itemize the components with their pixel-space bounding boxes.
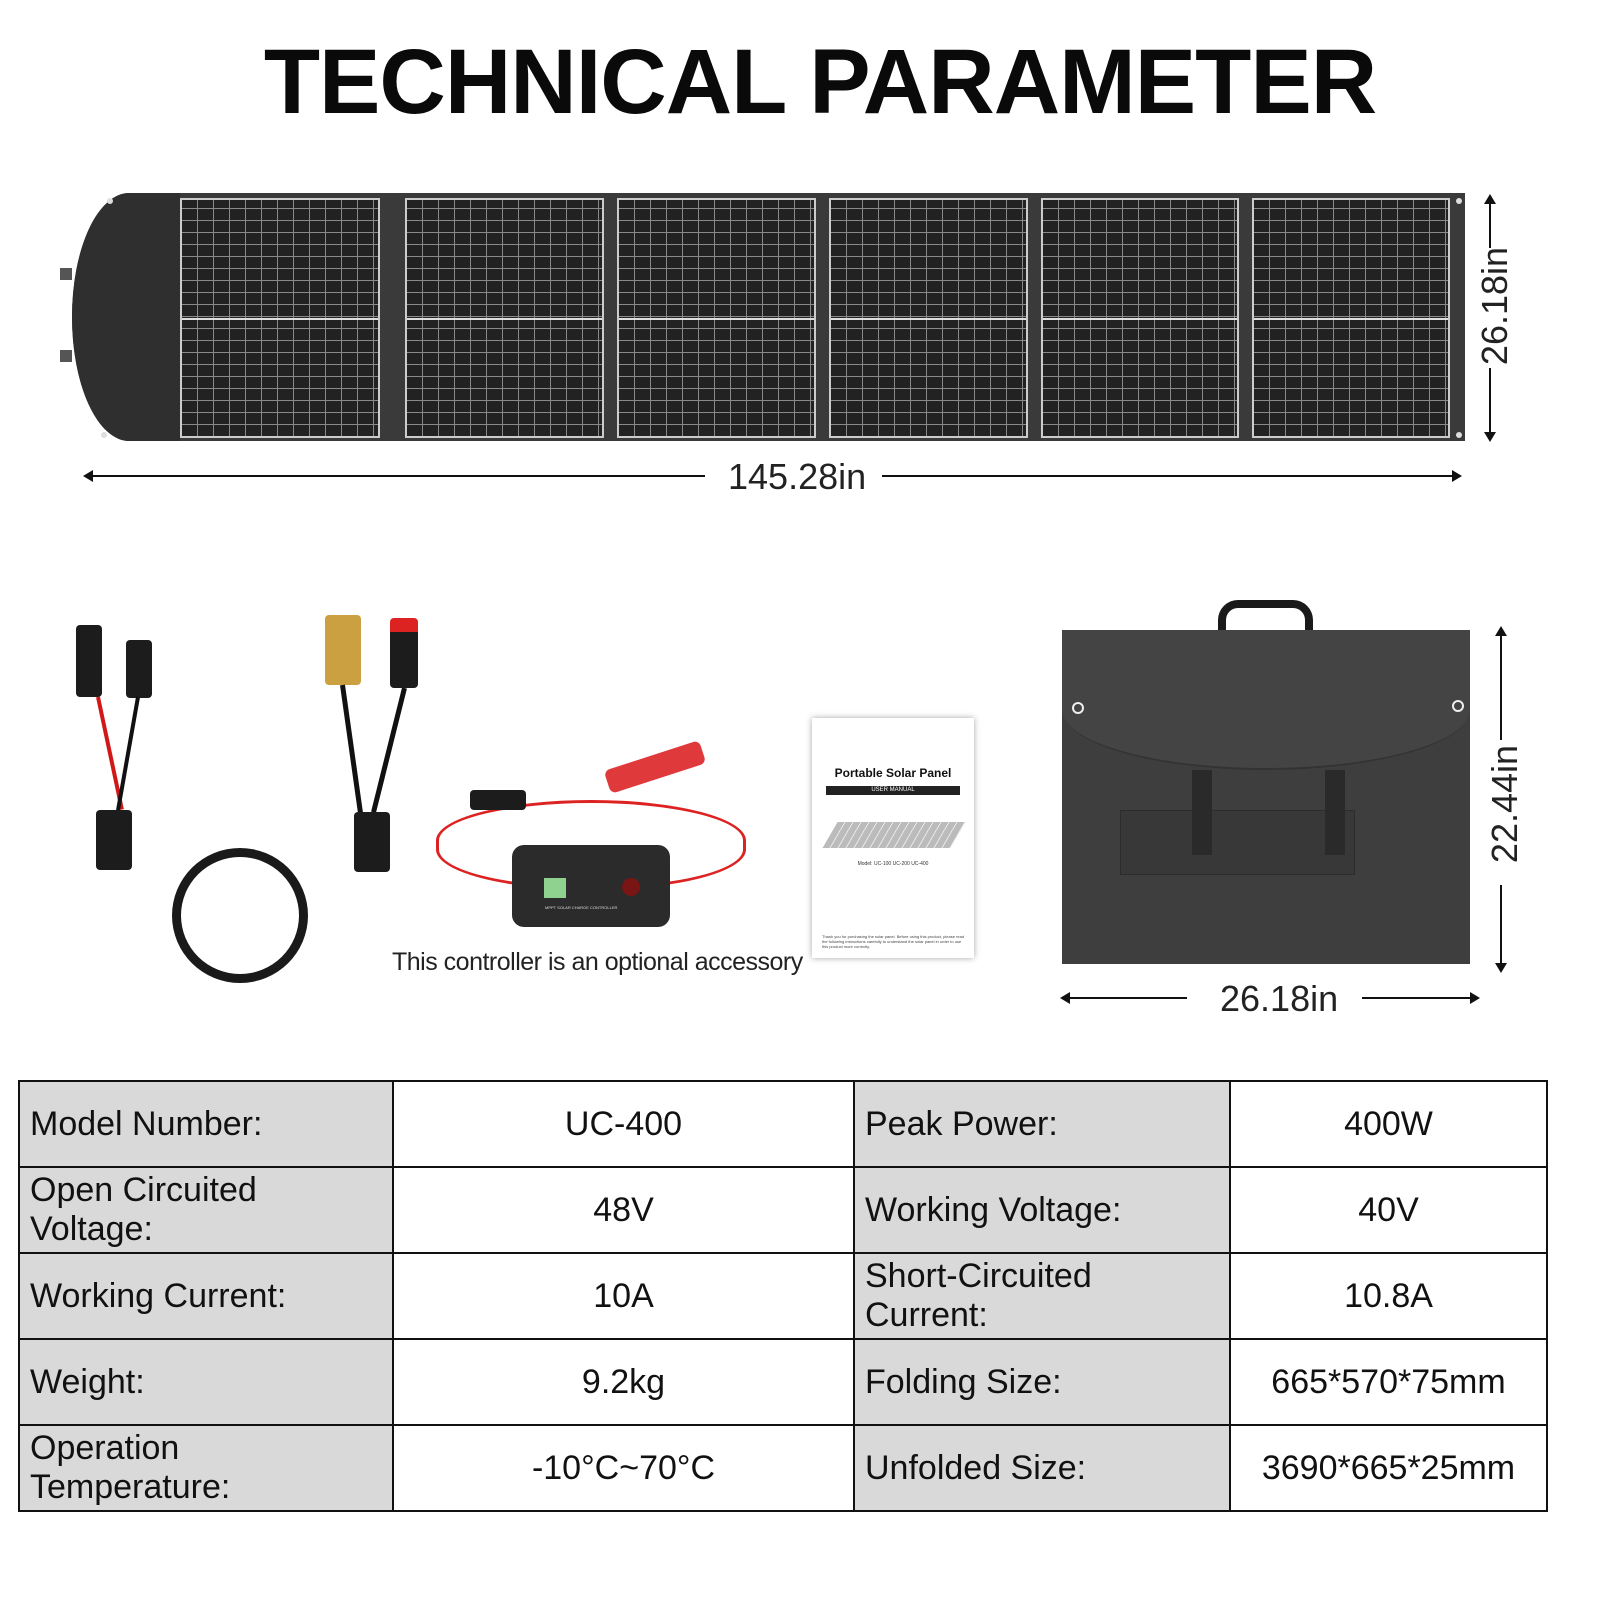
page-title: TECHNICAL PARAMETER [263, 31, 1377, 133]
solar-cell-module [829, 198, 1028, 438]
spec-label: Short-Circuited Current: [853, 1252, 1231, 1340]
black-wire [371, 687, 407, 813]
unfolded-height-label: 26.18in [1474, 246, 1515, 366]
solar-cell-module [1041, 198, 1239, 438]
spec-value: 665*570*75mm [1229, 1338, 1548, 1426]
solar-cell-module [617, 198, 816, 438]
case-flap [1062, 630, 1470, 770]
mc4-connector [76, 625, 102, 697]
grommet [1452, 700, 1464, 712]
solar-cell-module [180, 198, 380, 438]
panel-flap [72, 193, 180, 441]
dimension-arrow-up [1495, 626, 1507, 740]
spec-table: Model Number: UC-400 Peak Power: 400W Op… [18, 1080, 1548, 1512]
spec-value: 3690*665*25mm [1229, 1424, 1548, 1512]
cable-loop [172, 848, 308, 983]
panel-clip [60, 350, 72, 362]
mc4-connector [470, 790, 526, 810]
xt60-connector [325, 615, 361, 685]
rivet [101, 432, 107, 438]
table-row: Operation Temperature: -10°C~70°C Unfold… [18, 1424, 1548, 1512]
spec-value: -10°C~70°C [392, 1424, 855, 1512]
spec-value: 10.8A [1229, 1252, 1548, 1340]
table-row: Open Circuited Voltage: 48V Working Volt… [18, 1166, 1548, 1254]
dimension-arrow-up [1484, 194, 1496, 248]
dimension-arrow-down [1495, 885, 1507, 973]
carry-handle [1218, 600, 1313, 634]
table-row: Weight: 9.2kg Folding Size: 665*570*75mm [18, 1338, 1548, 1426]
buckle-strap [1325, 770, 1345, 855]
case-pocket [1120, 810, 1355, 875]
table-row: Working Current: 10A Short-Circuited Cur… [18, 1252, 1548, 1340]
dimension-arrow-down [1484, 368, 1496, 442]
spec-label: Operation Temperature: [18, 1424, 394, 1512]
spec-label: Open Circuited Voltage: [18, 1166, 394, 1254]
controller-label: MPPT SOLAR CHARGE CONTROLLER [545, 905, 618, 910]
spec-value: 40V [1229, 1166, 1548, 1254]
manual-models: Model: UC-100 UC-200 UC-400 [857, 861, 929, 867]
folded-width-label: 26.18in [1220, 978, 1339, 1019]
manual-footer: Thank you for purchasing the solar panel… [822, 934, 965, 949]
spec-value: UC-400 [392, 1080, 855, 1168]
manual-title: Portable Solar Panel [834, 766, 952, 780]
spec-label: Working Current: [18, 1252, 394, 1340]
spec-value: 48V [392, 1166, 855, 1254]
black-wire [340, 684, 364, 815]
alligator-clamp [603, 740, 707, 794]
spec-value: 9.2kg [392, 1338, 855, 1426]
rivet [1456, 198, 1462, 204]
controller-lcd [544, 878, 566, 898]
manual-panel-image [822, 822, 966, 848]
spec-label: Peak Power: [853, 1080, 1231, 1168]
y-splitter [354, 812, 390, 872]
dimension-arrow-left [83, 470, 705, 482]
solar-cell-module [405, 198, 604, 438]
controller-button [622, 878, 640, 896]
dimension-arrow-right [1362, 992, 1480, 1004]
rivet [107, 198, 113, 204]
grommet [1072, 702, 1084, 714]
spec-label: Folding Size: [853, 1338, 1231, 1426]
panel-clip [60, 268, 72, 280]
controller-body [512, 845, 670, 927]
spec-label: Weight: [18, 1338, 394, 1426]
black-wire [116, 696, 140, 811]
unfolded-length-label: 145.28in [728, 456, 867, 497]
table-row: Model Number: UC-400 Peak Power: 400W [18, 1080, 1548, 1168]
dimension-arrow-left [1060, 992, 1187, 1004]
dimension-arrow-right [882, 470, 1462, 482]
spec-label: Model Number: [18, 1080, 394, 1168]
manual-subtitle: USER MANUAL [826, 786, 960, 795]
spec-value: 400W [1229, 1080, 1548, 1168]
folded-height-label: 22.44in [1484, 744, 1525, 864]
spec-label: Unfolded Size: [853, 1424, 1231, 1512]
buckle-strap [1192, 770, 1212, 855]
mc4-connector [126, 640, 152, 698]
anderson-connector [390, 618, 418, 688]
user-manual: Portable Solar Panel USER MANUAL Model: … [812, 718, 974, 958]
solar-cell-module [1252, 198, 1450, 438]
spec-label: Working Voltage: [853, 1166, 1231, 1254]
controller-caption: This controller is an optional accessory [392, 948, 803, 976]
y-splitter [96, 810, 132, 870]
spec-value: 10A [392, 1252, 855, 1340]
rivet [1456, 432, 1462, 438]
